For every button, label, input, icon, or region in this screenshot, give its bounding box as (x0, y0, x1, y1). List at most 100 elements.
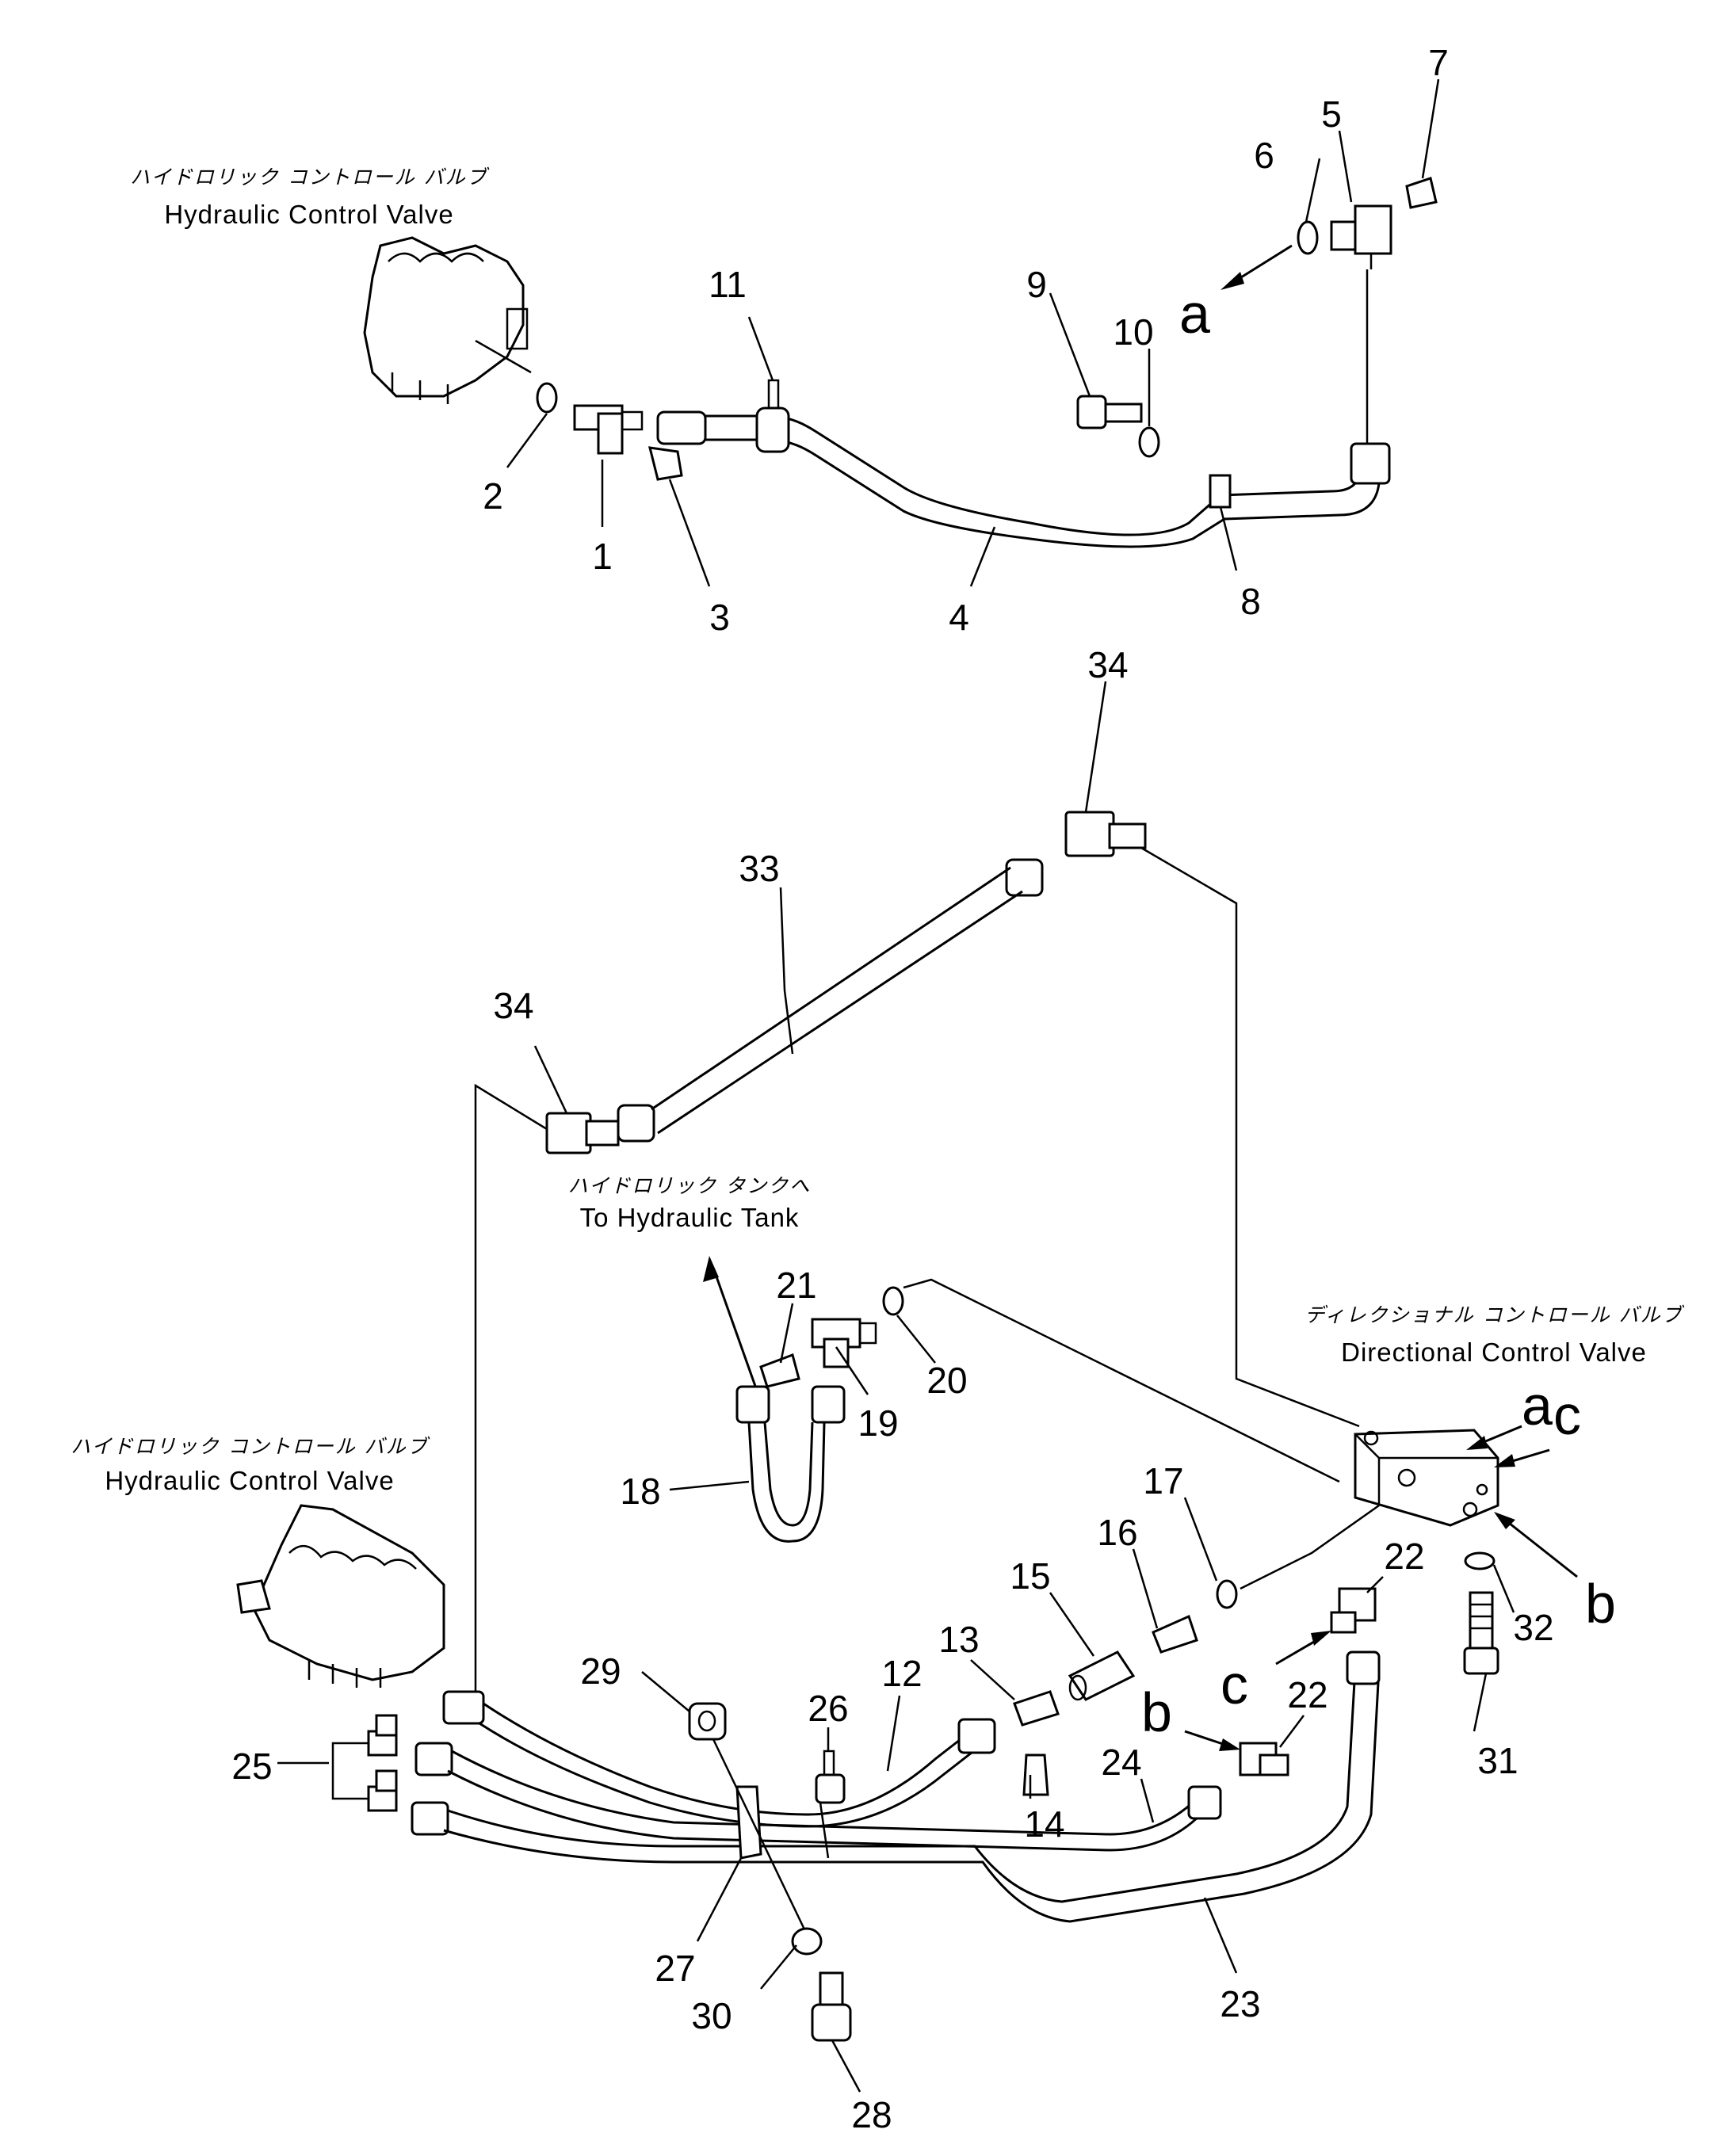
elbow-34-upper (1064, 811, 1147, 857)
o-ring-6 (1297, 220, 1319, 255)
caption-dcv-en: Directional Control Valve (1341, 1337, 1647, 1367)
part-number-6: 6 (1254, 135, 1274, 176)
hose-12 (442, 1690, 996, 1828)
washer-32 (1464, 1551, 1496, 1570)
part-number-26: 26 (808, 1688, 848, 1729)
ref-b-dcv: b (1585, 1573, 1616, 1635)
connector-13 (1013, 1690, 1060, 1727)
ref-arrows-dcv: a c b (1466, 1375, 1616, 1635)
part-number-22-lower: 22 (1287, 1674, 1327, 1715)
pipe-4 (656, 410, 1391, 548)
hose-24 (414, 1742, 1222, 1852)
part-number-31: 31 (1477, 1740, 1518, 1781)
part-number-17: 17 (1143, 1460, 1183, 1502)
bleeder-26 (815, 1750, 846, 1804)
coupling-15 (1068, 1650, 1136, 1701)
part-number-28: 28 (851, 2094, 892, 2135)
part-number-9: 9 (1026, 264, 1047, 305)
part-number-3: 3 (709, 597, 730, 638)
leaders-top (506, 78, 1440, 587)
part-number-25: 25 (231, 1746, 272, 1787)
caption-hcv-top-en: Hydraulic Control Valve (164, 200, 453, 229)
part-number-24: 24 (1101, 1742, 1141, 1783)
part-number-29: 29 (580, 1650, 621, 1692)
part-number-14: 14 (1024, 1803, 1064, 1845)
caption-directional-control-valve: ディレクショナル コントロール バルブ Directional Control … (1305, 1303, 1684, 1367)
caption-tank-en: To Hydraulic Tank (580, 1203, 800, 1232)
part-number-20: 20 (926, 1360, 967, 1401)
caption-dcv-jp: ディレクショナル コントロール バルブ (1305, 1303, 1684, 1326)
bolt-28 (811, 1971, 852, 2042)
pipe-23 (411, 1650, 1381, 1923)
part-number-5: 5 (1321, 93, 1342, 135)
clamp-8 (1209, 474, 1232, 509)
part-number-27: 27 (655, 1948, 695, 1989)
part-number-33: 33 (739, 848, 779, 889)
part-number-labels: 1 2 3 4 5 6 7 8 9 10 11 12 13 14 15 16 1… (231, 42, 1553, 2135)
elbow-fitting-1 (573, 404, 644, 455)
part-number-2: 2 (483, 475, 503, 517)
assembly-line-34-dcv (1140, 846, 1360, 1428)
washer-30 (791, 1927, 823, 1956)
hydraulic-control-valve-top (363, 236, 532, 404)
part-number-21: 21 (776, 1265, 816, 1306)
part-number-4: 4 (949, 597, 969, 638)
o-ring-17 (1216, 1579, 1238, 1609)
assembly-line-20-dcv (903, 1278, 1340, 1483)
hose-33 (617, 858, 1044, 1143)
caption-hcv-bottom-en: Hydraulic Control Valve (105, 1466, 394, 1495)
o-ring-2 (536, 382, 558, 414)
hydraulic-control-valve-bottom (236, 1504, 445, 1688)
part-number-11: 11 (709, 264, 747, 305)
part-number-30: 30 (691, 1995, 732, 2036)
part-number-15: 15 (1010, 1555, 1050, 1597)
part-number-7: 7 (1428, 42, 1449, 83)
clamp-band-26 (819, 1802, 830, 1859)
part-number-32: 32 (1513, 1607, 1553, 1648)
washer-10 (1138, 426, 1160, 458)
clamp-27 (735, 1785, 762, 1860)
connector-21 (759, 1353, 800, 1388)
caption-hcv-top-jp: ハイドロリック コントロール バルブ (130, 166, 489, 189)
part-number-12: 12 (881, 1653, 922, 1694)
bleeder-11 (755, 379, 790, 453)
part-number-8: 8 (1240, 581, 1261, 622)
bolt-9 (1076, 395, 1143, 429)
part-number-16: 16 (1097, 1512, 1137, 1553)
ref-b-low: b (1141, 1681, 1172, 1743)
caption-tank-jp: ハイドロリック タンクへ (568, 1174, 811, 1197)
caption-hydraulic-control-valve-bottom: ハイドロリック コントロール バルブ Hydraulic Control Val… (71, 1435, 430, 1495)
o-ring-20 (882, 1286, 904, 1316)
elbow-22-upper (1330, 1587, 1377, 1634)
elbow-34-lower (545, 1112, 620, 1154)
caption-to-hydraulic-tank: ハイドロリック タンクへ To Hydraulic Tank (568, 1174, 811, 1232)
ref-a-dcv: a (1522, 1375, 1553, 1437)
directional-control-valve (1354, 1429, 1499, 1527)
part-number-10: 10 (1113, 311, 1153, 353)
ref-arrows-lower: c b (1141, 1631, 1331, 1751)
plug-7 (1405, 177, 1438, 209)
plug-14 (1022, 1753, 1049, 1796)
part-number-19: 19 (858, 1402, 898, 1444)
ref-c-dcv: c (1553, 1384, 1581, 1446)
assembly-line-34-hcv (451, 1083, 548, 1709)
caption-hydraulic-control-valve-top: ハイドロリック コントロール バルブ Hydraulic Control Val… (130, 166, 489, 229)
assembly-line-17-dcv (1240, 1504, 1380, 1590)
hose-18 (735, 1385, 846, 1543)
elbow-19 (811, 1318, 877, 1368)
assembly-line-29-30 (712, 1738, 806, 1930)
elbows-25 (331, 1714, 398, 1812)
connector-3 (648, 446, 683, 481)
part-number-18: 18 (620, 1471, 660, 1512)
bolt-31 (1463, 1591, 1499, 1675)
part-number-34-lower: 34 (493, 985, 533, 1026)
caption-hcv-bottom-jp: ハイドロリック コントロール バルブ (71, 1435, 430, 1458)
connector-16 (1152, 1614, 1198, 1654)
ref-a-top: a (1179, 283, 1210, 345)
part-number-13: 13 (938, 1619, 979, 1660)
tank-arrow-head (703, 1256, 719, 1282)
ref-arrow-a-top: a (1179, 244, 1293, 345)
part-number-22-upper: 22 (1384, 1536, 1424, 1577)
elbow-22-lower (1239, 1742, 1289, 1776)
